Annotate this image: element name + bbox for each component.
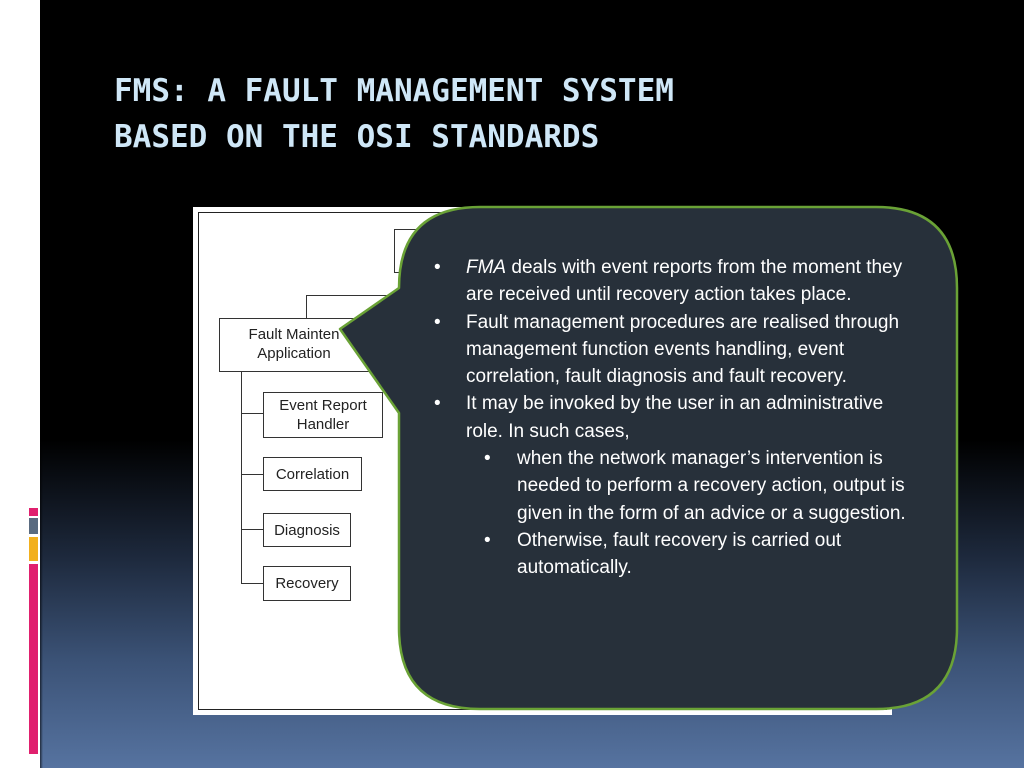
accent-bar-pink-long <box>29 564 38 754</box>
event-report-handler-line-1: Event Report <box>279 397 367 414</box>
diagram-connector <box>306 295 307 319</box>
speech-bubble-shape <box>338 205 959 711</box>
fma-box-line-1: Fault Mainten <box>248 326 340 343</box>
bullet-procedures-text: Fault management procedures are realised… <box>466 311 900 388</box>
diagram-connector <box>306 295 416 296</box>
event-report-handler-line-2: Handler <box>296 416 350 433</box>
sub-bullet-automatic-text: Otherwise, fault recovery is carried out… <box>517 529 842 579</box>
diagram-connector <box>241 372 242 584</box>
accent-bar-pink-top <box>29 508 38 516</box>
slide-title-line-2: BASED ON THE OSI STANDARDS <box>114 119 600 155</box>
sub-bullet-intervention: • when the network manager’s interventio… <box>434 445 924 527</box>
diagram-connector <box>241 474 263 475</box>
event-report-handler-box: Event Report Handler <box>263 392 383 438</box>
left-strip-shadow <box>40 0 43 768</box>
bullet-fma-text: deals with event reports from the moment… <box>466 257 903 306</box>
bullet-marker: • <box>434 311 441 333</box>
bullet-marker: • <box>434 257 441 278</box>
bullet-invocation: • It may be invoked by the user in an ad… <box>434 390 924 445</box>
slide-title: FMS: A FAULT MANAGEMENT SYSTEM BASED ON … <box>114 68 674 160</box>
sub-bullet-marker: • <box>484 448 491 470</box>
correlation-box: Correlation <box>263 457 362 491</box>
sub-bullet-marker: • <box>484 529 491 551</box>
accent-bar-gray <box>29 518 38 534</box>
diagram-connector <box>241 529 263 530</box>
recovery-box: Recovery <box>263 566 351 601</box>
bullet-fma: • FMA deals with event reports from the … <box>434 254 924 309</box>
sub-bullet-intervention-text: when the network manager’s intervention … <box>517 448 906 524</box>
bullet-procedures: • Fault management procedures are realis… <box>434 309 924 391</box>
diagram-connector <box>241 583 263 584</box>
sub-bullet-automatic: • Otherwise, fault recovery is carried o… <box>434 527 924 582</box>
diagnosis-box: Diagnosis <box>263 513 351 547</box>
slide-title-line-1: FMS: A FAULT MANAGEMENT SYSTEM <box>114 73 674 109</box>
bullet-marker: • <box>434 393 441 415</box>
callout-text: • FMA deals with event reports from the … <box>434 254 924 582</box>
fma-term: FMA <box>466 257 507 278</box>
fma-box-line-2: Application <box>257 345 331 362</box>
accent-bar-yellow <box>29 537 38 561</box>
bullet-invocation-text: It may be invoked by the user in an admi… <box>466 393 884 442</box>
diagram-connector <box>241 413 263 414</box>
